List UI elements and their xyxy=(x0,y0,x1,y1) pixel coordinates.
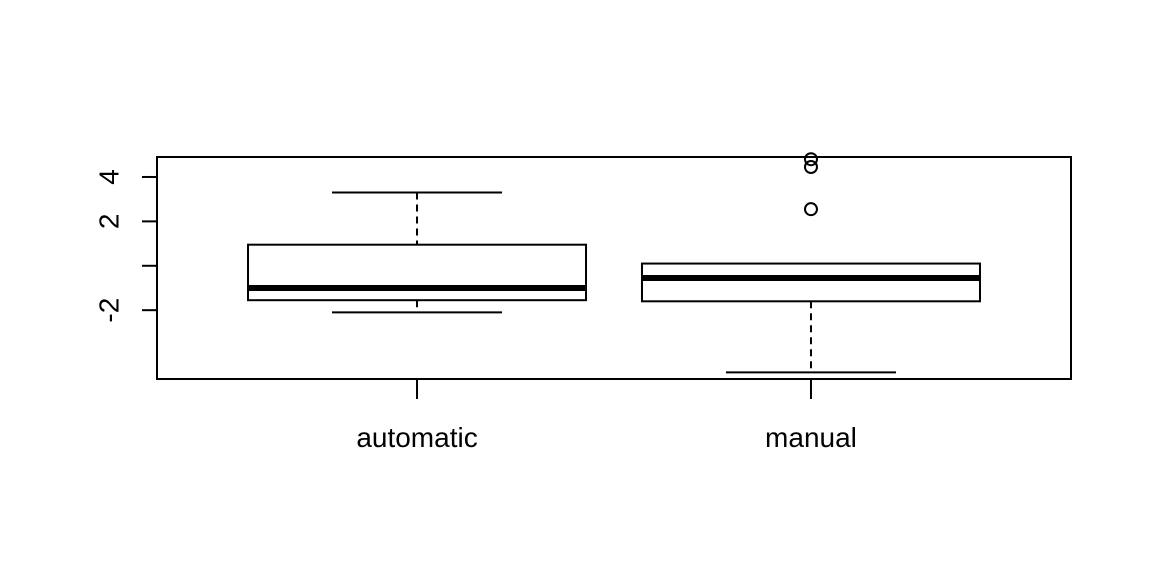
box-automatic xyxy=(247,191,588,314)
x-tick-label: automatic xyxy=(356,422,477,453)
y-tick-label: -2 xyxy=(93,298,124,323)
y-axis: -2 2 4 xyxy=(93,169,157,323)
outlier-point xyxy=(803,159,818,174)
x-axis: automatic manual xyxy=(356,379,857,453)
boxes xyxy=(247,152,981,374)
iqr-box xyxy=(247,243,588,302)
outlier-point xyxy=(803,202,818,217)
x-tick-label: manual xyxy=(765,422,857,453)
iqr-box xyxy=(640,262,981,303)
y-tick-label: 2 xyxy=(93,214,124,230)
plot-frame xyxy=(156,156,1072,380)
box-manual xyxy=(640,152,981,374)
y-tick-label: 4 xyxy=(93,169,124,185)
outlier-point xyxy=(803,152,818,167)
